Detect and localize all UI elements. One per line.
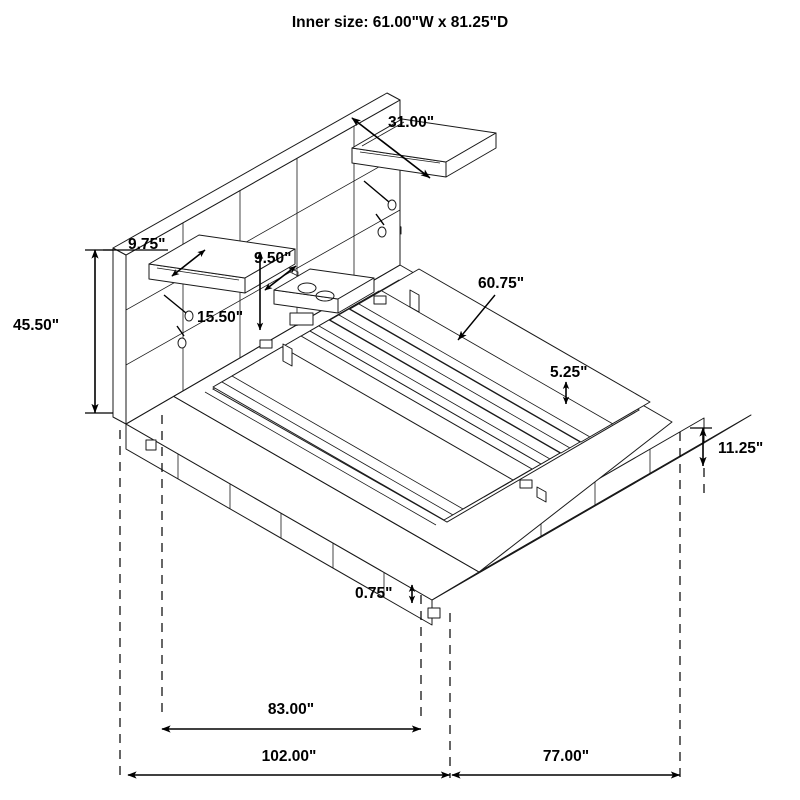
- dimension-4550: 45.50": [13, 249, 113, 414]
- dimension-label-1550: 15.50": [197, 309, 243, 326]
- slat-group: [212, 268, 651, 521]
- dimension-label-8300: 83.00": [268, 701, 314, 718]
- dimension-label-10200: 102.00": [262, 748, 317, 765]
- cup-holder-circle: [315, 290, 335, 302]
- dimension-525: 5.25": [550, 364, 588, 405]
- bed-feet: [145, 439, 441, 619]
- tray-support: [289, 312, 314, 326]
- dimension-label-7700: 77.00": [543, 748, 589, 765]
- dimension-label-31: 31.00": [388, 114, 434, 131]
- dimension-950: 9.50": [254, 250, 297, 291]
- bed-illustration: [112, 92, 752, 626]
- dimension-8300: 83.00": [161, 701, 422, 733]
- dimension-7700: 77.00": [451, 748, 681, 779]
- dimension-label-950: 9.50": [254, 250, 292, 267]
- dimension-1550: 15.50": [197, 251, 264, 331]
- dimension-label-075: 0.75": [355, 585, 393, 602]
- dimension-label-525: 5.25": [550, 364, 588, 381]
- center-support-leg: [282, 343, 293, 367]
- dimension-label-1125: 11.25": [718, 440, 763, 457]
- dimension-label-6075: 60.75": [478, 275, 524, 292]
- page-title: Inner size: 61.00"W x 81.25"D: [292, 14, 508, 31]
- dimension-975: 9.75": [103, 236, 206, 277]
- dimension-label-975: 9.75": [128, 236, 166, 253]
- dimension-1125: 11.25": [690, 427, 763, 500]
- dimension-31: 31.00": [351, 114, 434, 179]
- slat-clips: [259, 295, 533, 489]
- dimension-6075: 60.75": [457, 275, 524, 341]
- cup-holder-circle: [297, 282, 317, 294]
- dimension-10200: 102.00": [127, 748, 451, 779]
- extension-lines: [119, 415, 681, 778]
- dimension-label-4550: 45.50": [13, 317, 59, 334]
- cross-rails: [204, 290, 614, 526]
- headboard-left-edge: [112, 247, 127, 425]
- cup-holder-tray: [273, 268, 375, 326]
- dimension-075: 0.75": [355, 584, 416, 604]
- headboard-top-edge: [112, 92, 401, 256]
